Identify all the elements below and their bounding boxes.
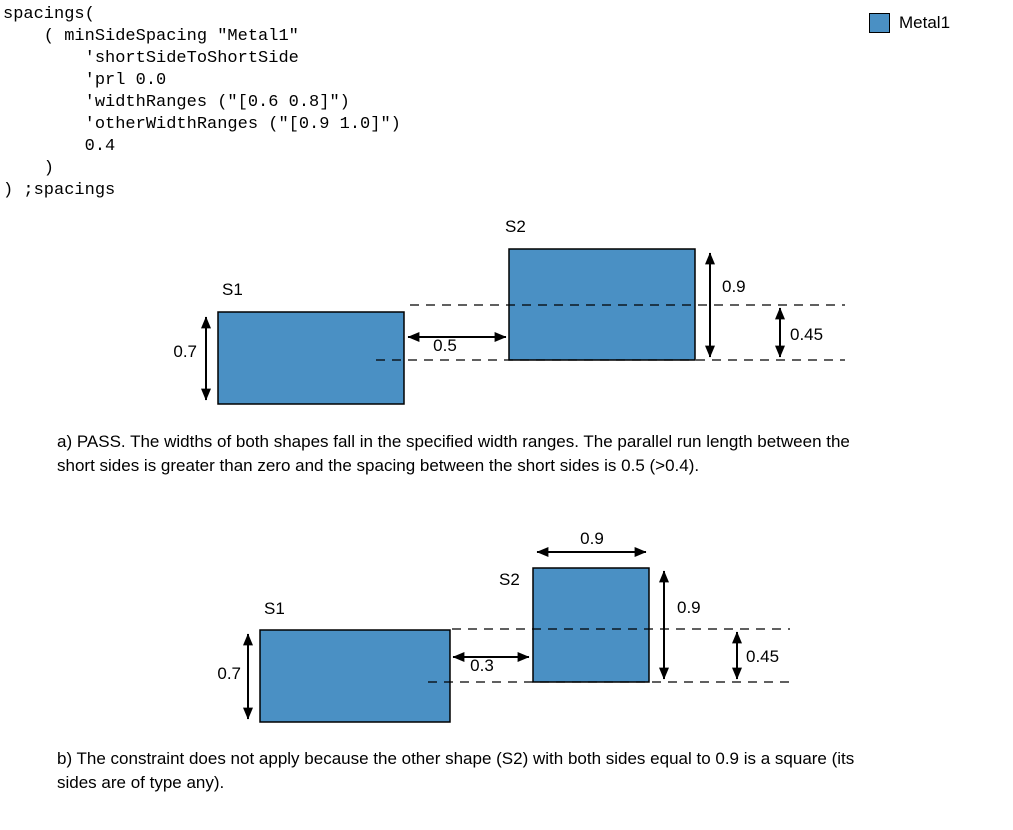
spacing-value: 0.3 <box>470 656 494 675</box>
legend: Metal1 <box>869 13 950 33</box>
s2-height-value: 0.9 <box>722 277 746 296</box>
caption-a: a) PASS. The widths of both shapes fall … <box>57 432 850 475</box>
shape-s2 <box>532 567 650 683</box>
spacing-value: 0.5 <box>433 336 457 355</box>
s2-width-value: 0.9 <box>580 529 604 548</box>
overlap-value: 0.45 <box>746 647 779 666</box>
s1-label: S1 <box>264 599 285 618</box>
caption-b: b) The constraint does not apply because… <box>57 749 855 792</box>
metal1-swatch-icon <box>869 13 890 33</box>
diagram-a: S1 S2 0.7 0.5 0.9 0.45 <box>173 217 845 405</box>
s2-label: S2 <box>499 570 520 589</box>
shape-s1 <box>259 629 451 723</box>
s1-label: S1 <box>222 280 243 299</box>
s2-height-value: 0.9 <box>677 598 701 617</box>
shape-s1 <box>217 311 405 405</box>
diagram-b: 0.9 S2 S1 0.7 0.3 0.9 0.45 <box>217 529 790 723</box>
overlap-value: 0.45 <box>790 325 823 344</box>
s2-label: S2 <box>505 217 526 236</box>
s1-height-value: 0.7 <box>217 664 241 683</box>
code-block: spacings( ( minSideSpacing "Metal1" 'sho… <box>3 5 401 200</box>
legend-label: Metal1 <box>899 13 951 32</box>
s1-height-value: 0.7 <box>173 342 197 361</box>
